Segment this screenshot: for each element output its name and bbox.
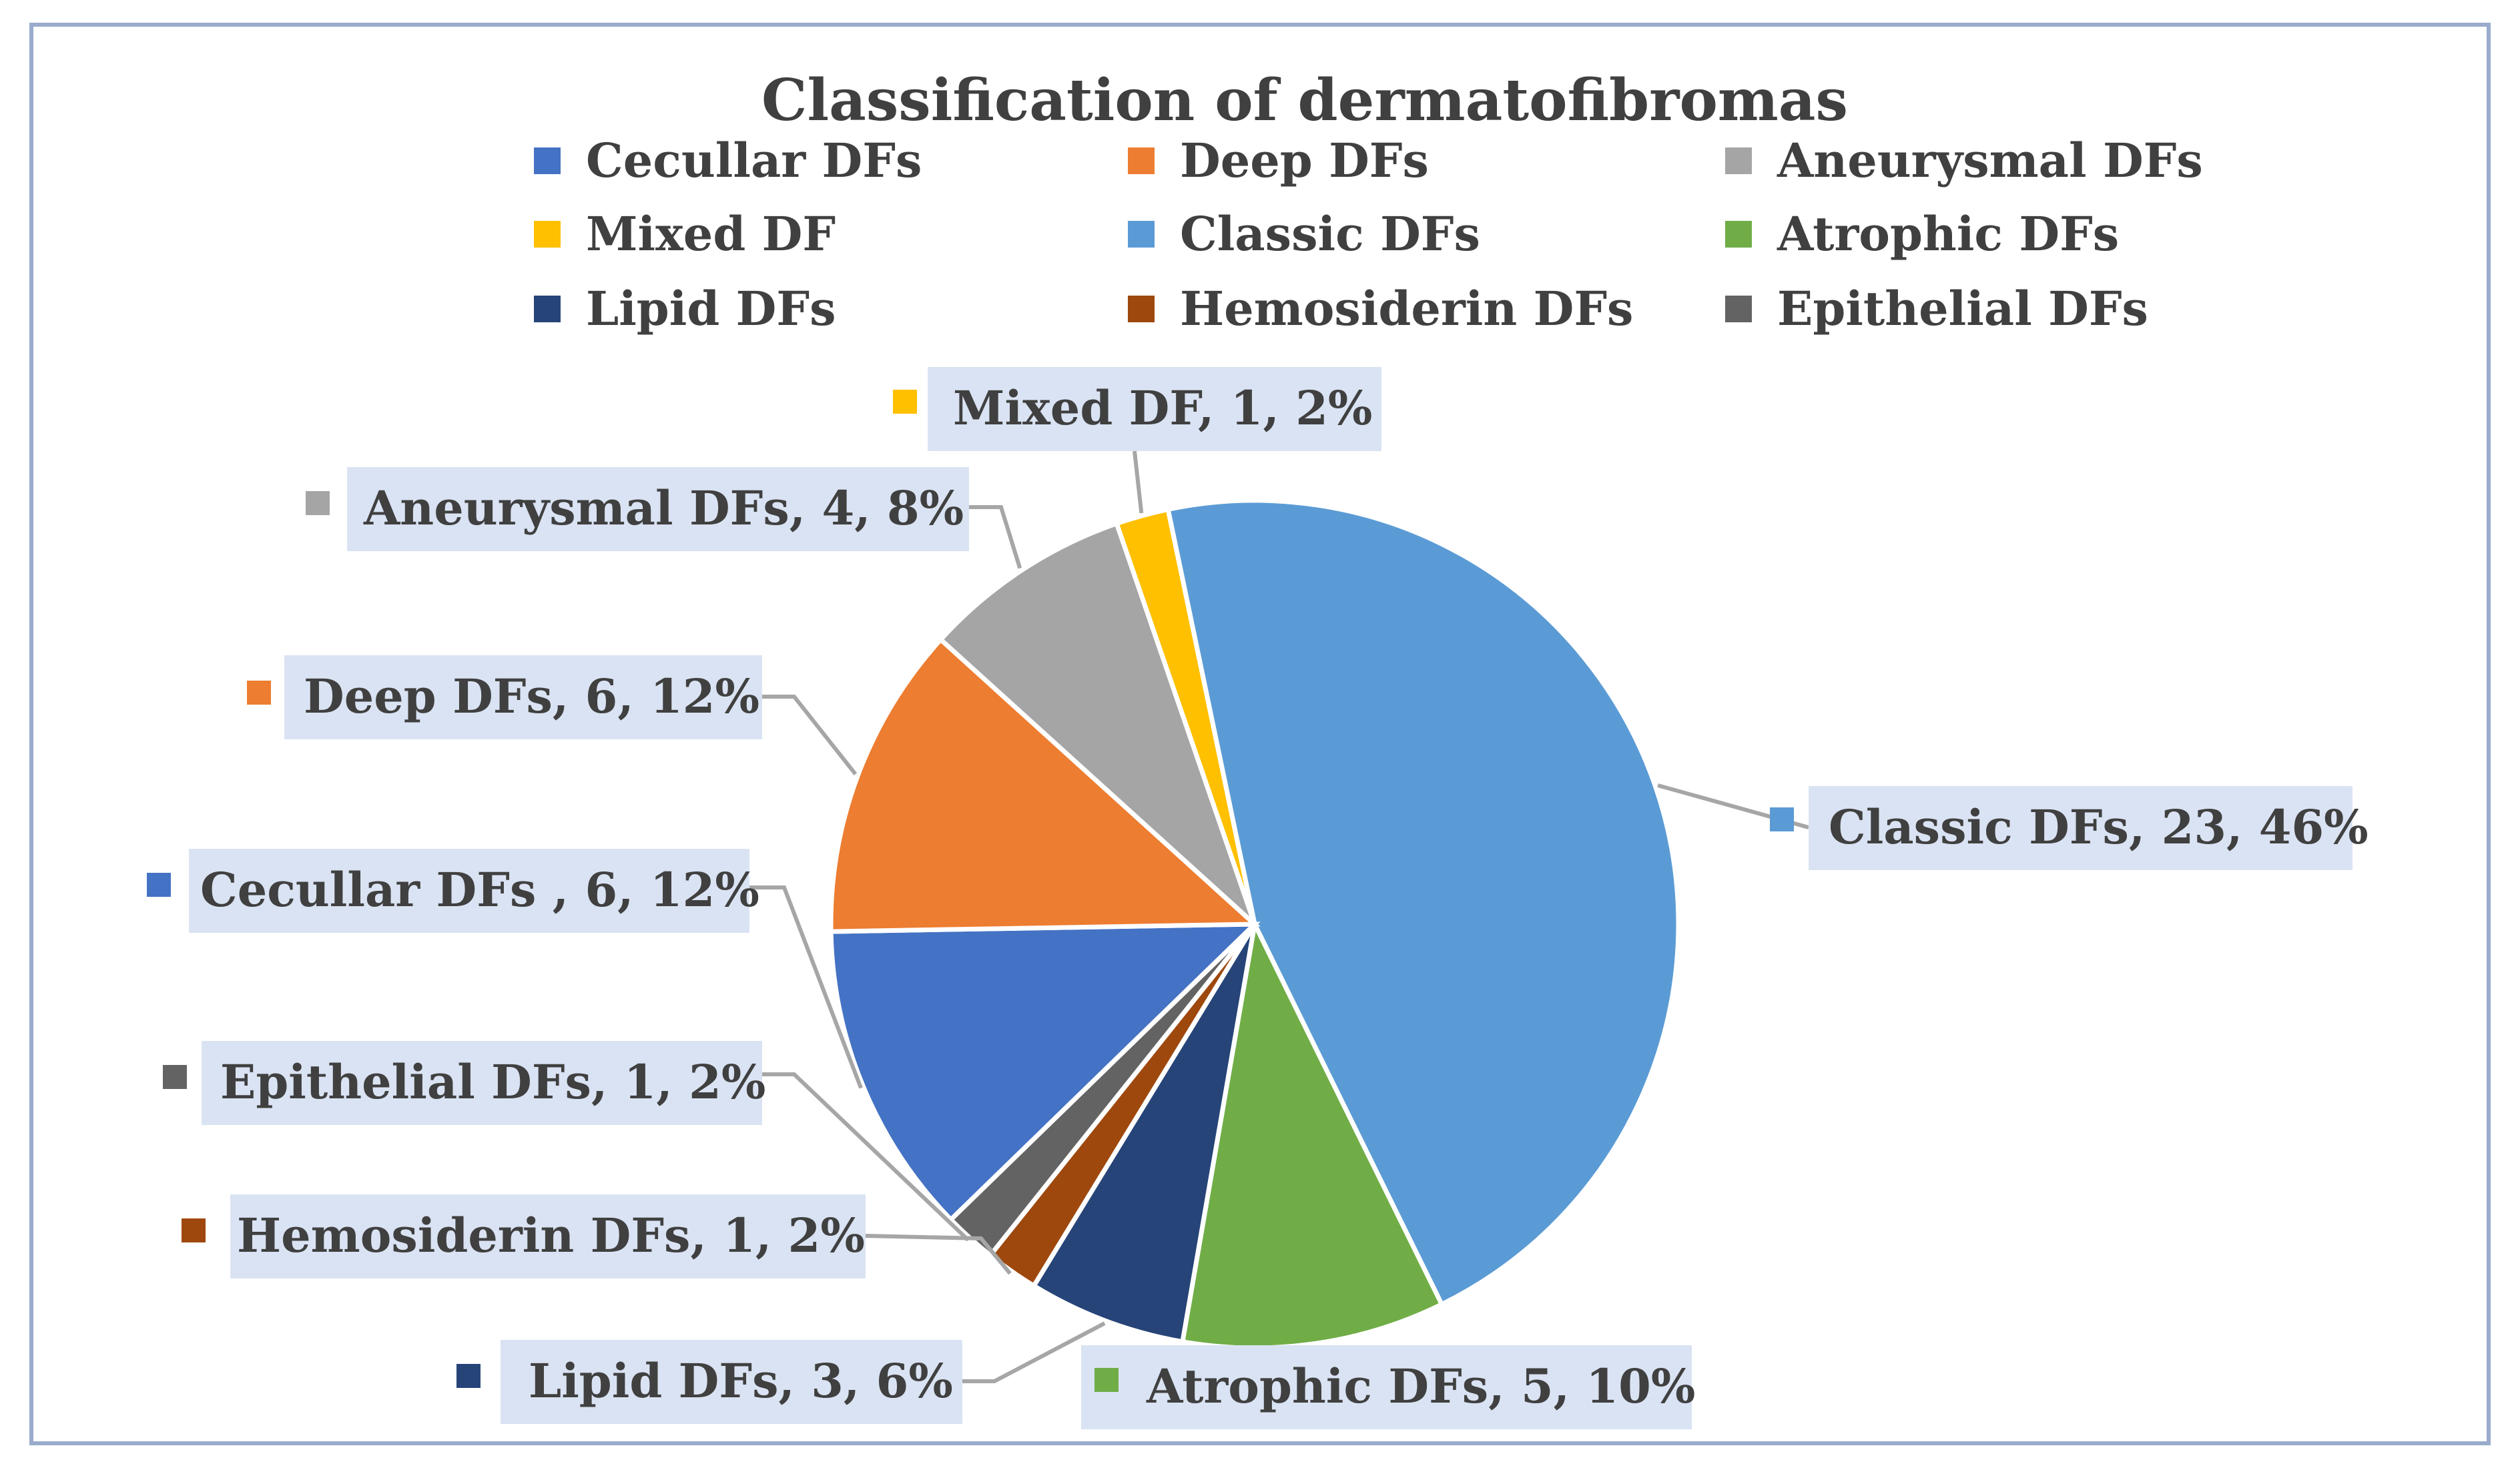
pie-slice-cecullar-dfs [828,922,1261,1223]
data-label-box-lipid-dfs [501,1340,962,1424]
data-label-cecullar-dfs: Cecullar DFs , 6, 12% [200,862,759,917]
legend-swatch-cecullar-dfs [534,147,561,174]
leader-line-deep-dfs [762,695,858,776]
legend-entry-deep-dfs: Deep DFs [1180,133,1429,188]
legend-swatch-aneurysmal-dfs [1725,147,1752,174]
data-label-marker-lipid-dfs [456,1364,481,1388]
legend-entry-cecullar-dfs: Cecullar DFs [586,133,922,188]
pie-slice-lipid-dfs [1030,923,1257,1345]
leader-line-epithelial-dfs [762,1072,970,1242]
data-label-marker-epithelial-dfs [163,1065,187,1089]
leader-lines [749,450,1809,1383]
legend-swatch-mixed-df [534,221,561,248]
legend: Cecullar DFs Deep DFs Aneurysmal DFsMixed … [534,133,2203,336]
leader-line-lipid-dfs [962,1321,1106,1383]
data-label-marker-atrophic-dfs [1094,1368,1119,1392]
pie-slice-deep-dfs [828,636,1261,934]
legend-entry-classic-dfs: Classic DFs [1180,206,1480,262]
legend-entry-lipid-dfs: Lipid DFs [586,281,836,336]
leader-line-mixed-df [1133,450,1144,514]
data-label-marker-mixed-df [893,390,917,414]
data-label-hemosiderin-dfs: Hemosiderin DFs, 1, 2% [237,1208,865,1263]
data-label-lipid-dfs: Lipid DFs, 3, 6% [529,1353,953,1409]
legend-swatch-lipid-dfs [534,296,561,322]
data-label-marker-cecullar-dfs [147,873,171,897]
pie-slices [828,498,1681,1351]
data-label-box-deep-dfs [284,655,762,739]
legend-entry-mixed-df: Mixed DF [586,206,836,262]
leader-line-aneurysmal-dfs [969,505,1022,569]
data-label-aneurysmal-dfs: Aneurysmal DFs, 4, 8% [363,480,964,536]
data-label-atrophic-dfs: Atrophic DFs, 5, 10% [1146,1359,1695,1414]
data-labels: Classic DFs, 23, 46% Atrophic DFs, 5, 10%… [147,367,2369,1429]
data-label-marker-classic-dfs [1770,807,1794,831]
data-label-marker-aneurysmal-dfs [306,491,330,515]
leader-line-cecullar-dfs [749,885,863,1089]
leader-line-hemosiderin-dfs [865,1234,1012,1275]
legend-entry-atrophic-dfs: Atrophic DFs [1777,206,2119,262]
data-label-mixed-df: Mixed DF, 1, 2% [953,380,1372,436]
data-label-epithelial-dfs: Epithelial DFs, 1, 2% [220,1054,765,1110]
legend-entry-aneurysmal-dfs: Aneurysmal DFs [1777,133,2203,188]
data-label-box-aneurysmal-dfs [347,467,969,551]
legend-swatch-hemosiderin-dfs [1128,296,1155,322]
data-label-box-hemosiderin-dfs [230,1194,866,1278]
legend-swatch-atrophic-dfs [1725,221,1752,248]
data-label-box-classic-dfs [1809,786,2352,870]
legend-swatch-deep-dfs [1128,147,1155,174]
data-label-box-cecullar-dfs [189,849,749,933]
legend-swatch-epithelial-dfs [1725,296,1752,322]
legend-entry-hemosiderin-dfs: Hemosiderin DFs [1180,281,1633,336]
pie-slice-aneurysmal-dfs [937,520,1257,926]
data-label-box-mixed-df [928,367,1381,451]
pie-slice-classic-dfs [1165,498,1681,1308]
data-label-marker-deep-dfs [247,681,271,705]
chart-title: Classification of dermatofibromas [761,67,1848,134]
data-label-classic-dfs: Classic DFs, 23, 46% [1829,799,2369,855]
legend-swatch-classic-dfs [1128,221,1155,248]
legend-entry-epithelial-dfs: Epithelial DFs [1777,281,2148,336]
data-label-box-epithelial-dfs [202,1041,762,1125]
data-label-box-atrophic-dfs [1081,1345,1692,1429]
data-label-deep-dfs: Deep DFs, 6, 12% [304,669,759,724]
data-label-marker-hemosiderin-dfs [182,1218,206,1242]
pie-slice-mixed-df [1113,506,1257,926]
